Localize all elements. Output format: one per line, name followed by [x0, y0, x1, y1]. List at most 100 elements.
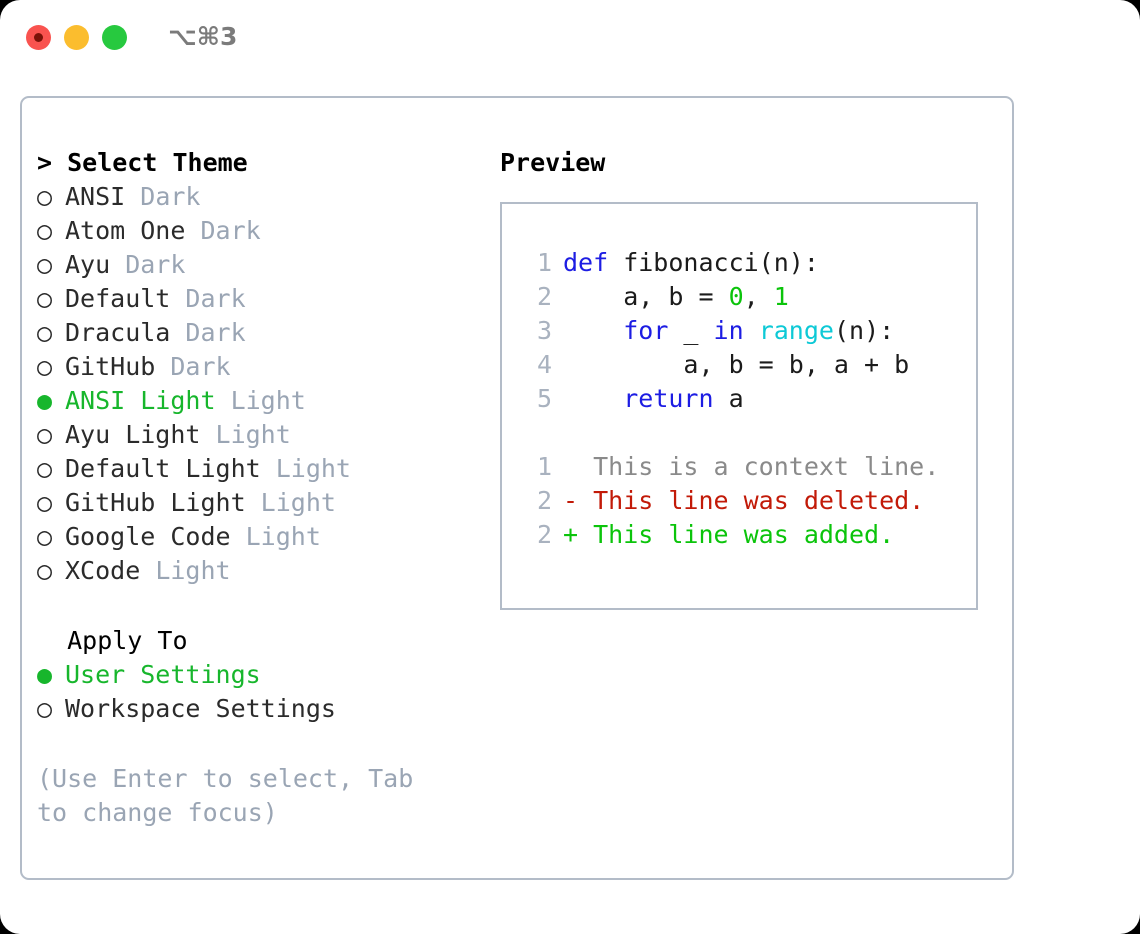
theme-option-ayu[interactable]: ○Ayu Dark	[37, 248, 497, 282]
radio-unselected-icon: ○	[37, 318, 53, 347]
code-token-num: 0	[728, 282, 744, 311]
code-line: 2 a, b = 0, 1	[522, 280, 976, 314]
theme-option-default-light[interactable]: ○ Default Light Light	[37, 452, 497, 486]
theme-list[interactable]: ○ANSI Dark○Atom One Dark○Ayu Dark○Defaul…	[37, 180, 497, 588]
theme-variant-tag: Light	[200, 420, 291, 449]
minimize-icon[interactable]	[64, 25, 89, 50]
line-number: 2	[536, 282, 552, 311]
code-text: def fibonacci(n):	[563, 248, 819, 277]
theme-option-atom-one[interactable]: ○ Atom One Dark	[37, 214, 497, 248]
code-token-plain: a, b = b, a + b	[563, 350, 910, 379]
line-number: 5	[536, 384, 552, 413]
code-line: 4 a, b = b, a + b	[522, 348, 976, 382]
theme-variant-tag: Light	[140, 556, 231, 585]
line-number: 1	[536, 452, 552, 481]
code-token-plain	[563, 316, 623, 345]
theme-variant-tag: Dark	[170, 318, 246, 347]
radio-unselected-icon: ○	[37, 284, 53, 313]
theme-option-ayu-light[interactable]: ○ Ayu Light Light	[37, 418, 497, 452]
radio-unselected-icon: ○	[37, 522, 53, 551]
theme-option-label: XCode	[65, 556, 141, 585]
radio-unselected-icon: ○	[37, 182, 53, 211]
select-theme-heading: > Select Theme	[37, 148, 248, 177]
code-token-plain	[744, 316, 759, 345]
line-number: 2	[536, 486, 552, 515]
preview-heading: Preview	[500, 148, 606, 177]
radio-selected-icon: ●	[37, 660, 53, 689]
line-number: 2	[536, 520, 552, 549]
theme-option-google-code[interactable]: ○Google Code Light	[37, 520, 497, 554]
code-token-plain: (n):	[833, 316, 895, 345]
theme-option-default[interactable]: ○Default Dark	[37, 282, 497, 316]
code-token-kw: for	[623, 316, 669, 345]
diff-line-del: 2 - This line was deleted.	[522, 484, 976, 518]
theme-variant-tag: Dark	[125, 182, 201, 211]
radio-unselected-icon: ○	[37, 488, 53, 517]
code-line: 3 for _ in range(n):	[522, 314, 976, 348]
theme-option-label: ANSI	[65, 182, 126, 211]
radio-unselected-icon: ○	[37, 216, 53, 245]
theme-variant-tag: Dark	[170, 284, 246, 313]
theme-option-label: GitHub	[65, 352, 156, 381]
theme-option-ansi[interactable]: ○ ANSI Dark	[37, 180, 497, 214]
theme-option-label: ANSI Light	[65, 386, 216, 415]
line-number: 3	[536, 316, 552, 345]
apply-to-list[interactable]: ● User Settings ○Workspace Settings	[37, 658, 497, 726]
radio-unselected-icon: ○	[37, 556, 53, 585]
theme-option-label: Ayu Light	[65, 420, 201, 449]
diff-text: This is a context line.	[563, 452, 940, 481]
code-token-num: 1	[773, 282, 789, 311]
radio-unselected-icon: ○	[37, 250, 53, 279]
theme-option-ansi-light[interactable]: ● ANSI Light Light	[37, 384, 497, 418]
theme-option-label: Atom One	[65, 216, 186, 245]
diff-line-add: 2+ This line was added.	[522, 518, 976, 552]
code-text: return a	[563, 384, 743, 413]
diff-text: - This line was deleted.	[563, 486, 925, 515]
code-token-kw: def	[563, 248, 609, 277]
keyboard-hint-text: (Use Enter to select, Tab to change focu…	[37, 764, 429, 827]
theme-variant-tag: Light	[215, 386, 306, 415]
code-token-plain: ,	[743, 282, 774, 311]
theme-option-label: GitHub Light	[65, 488, 246, 517]
radio-unselected-icon: ○	[37, 352, 53, 381]
code-text: a, b = b, a + b	[563, 350, 909, 379]
theme-option-label: Dracula	[65, 318, 171, 347]
maximize-icon[interactable]	[102, 25, 127, 50]
diff-line-ctx: 1 This is a context line.	[522, 450, 976, 484]
radio-selected-icon: ●	[37, 386, 53, 415]
apply-option-label: User Settings	[65, 660, 261, 689]
title-bar: ⌥⌘3	[0, 0, 1140, 78]
apply-option-label: Workspace Settings	[65, 694, 336, 723]
theme-option-github-light[interactable]: ○ GitHub Light Light	[37, 486, 497, 520]
theme-variant-tag: Dark	[155, 352, 231, 381]
theme-variant-tag: Dark	[110, 250, 186, 279]
code-token-plain	[563, 384, 623, 413]
main-panel: > Select Theme ○ANSI Dark○Atom One Dark○…	[20, 96, 1014, 880]
theme-variant-tag: Dark	[185, 216, 261, 245]
close-icon[interactable]	[26, 25, 51, 50]
code-text: a, b = 0, 1	[563, 282, 789, 311]
theme-variant-tag: Light	[245, 488, 336, 517]
code-token-kw: return	[623, 384, 714, 413]
theme-option-label: Google Code	[65, 522, 231, 551]
code-line: 5 return a	[522, 382, 976, 416]
theme-variant-tag: Light	[260, 454, 351, 483]
diff-sample: 1 This is a context line.2- This line wa…	[522, 450, 976, 552]
code-token-fn: range	[758, 316, 834, 345]
theme-option-github[interactable]: ○ GitHub Dark	[37, 350, 497, 384]
code-text: for _ in range(n):	[563, 316, 894, 345]
code-token-plain: a, b =	[563, 282, 729, 311]
apply-option-workspace-settings[interactable]: ○Workspace Settings	[37, 692, 497, 726]
theme-option-dracula[interactable]: ○ Dracula Dark	[37, 316, 497, 350]
theme-option-label: Default Light	[65, 454, 261, 483]
code-token-plain: _	[668, 316, 714, 345]
radio-unselected-icon: ○	[37, 454, 53, 483]
radio-unselected-icon: ○	[37, 420, 53, 449]
theme-option-xcode[interactable]: ○ XCode Light	[37, 554, 497, 588]
apply-option-user-settings[interactable]: ● User Settings	[37, 658, 497, 692]
